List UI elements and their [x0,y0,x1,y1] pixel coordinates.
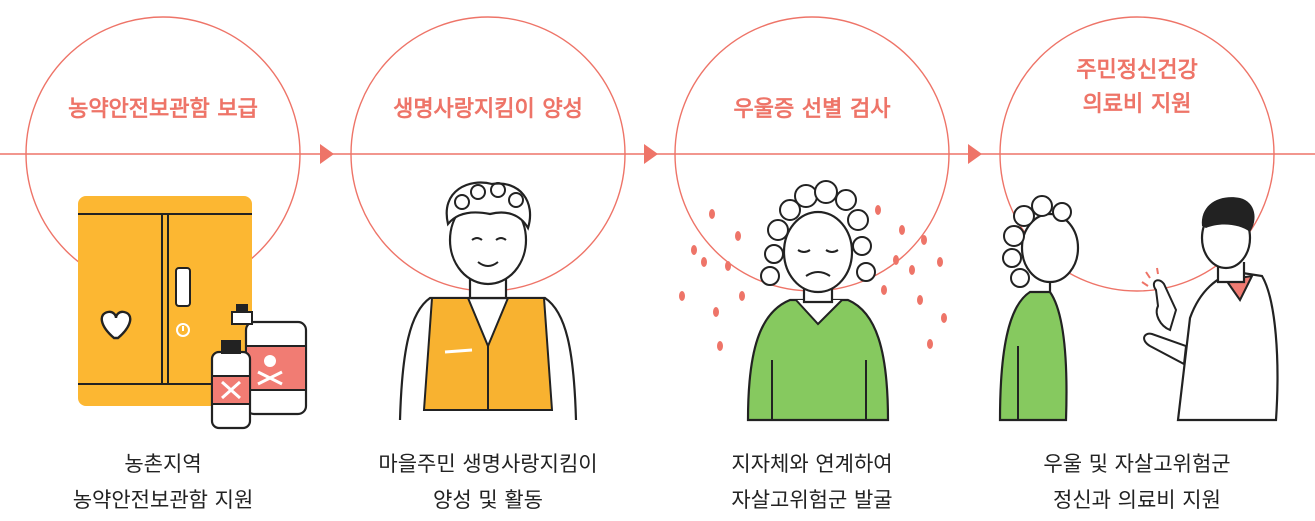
arrow-icon [968,144,982,164]
step-title-4: 주민정신건강 의료비 지원 [1076,58,1198,117]
step-title-3: 우울증 선별 검사 [733,97,891,122]
step-description-1: 농촌지역 농약안전보관함 지원 [72,452,254,512]
elderly-man-illustration [398,181,578,421]
step-description-2: 마을주민 생명사랑지킴이 양성 및 활동 [378,452,598,512]
arrow-icon [320,144,334,164]
arrow-icon [644,144,658,164]
step-description-3: 지자체와 연계하여 자살고위험군 발굴 [731,452,893,512]
step-circle-4 [999,16,1275,292]
step-description-4: 우울 및 자살고위험군 정신과 의료비 지원 [1043,452,1231,512]
step-title-2: 생명사랑지킴이 양성 [393,97,583,122]
step-title-1: 농약안전보관함 보급 [68,97,258,122]
sad-woman-illustration [679,180,947,422]
doctor-patient-illustration [998,195,1279,422]
pesticide-cabinet-illustration [78,196,308,430]
